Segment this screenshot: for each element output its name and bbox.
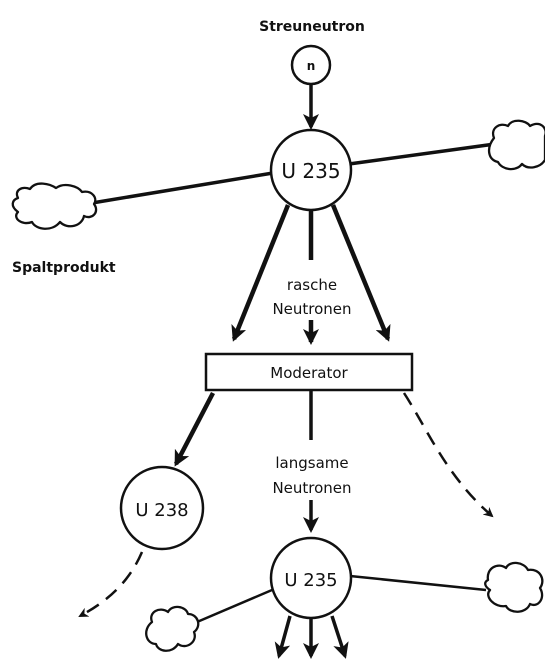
moderator-to-u238-arrow [174, 391, 215, 467]
stray-neutron-node: n [290, 44, 332, 86]
stray-neutron-label: Streuneutron [259, 19, 365, 35]
fast-neutrons-label-line1: rasche [287, 276, 337, 294]
moderator-box: Moderator [204, 352, 414, 392]
bottom-neutron-arrow-left [274, 615, 292, 659]
escaping-neutron-arrow-right [402, 392, 494, 518]
bottom-fission-product-blob-right [484, 561, 544, 613]
fast-neutron-arrow-left [231, 204, 291, 342]
stray-neutron-symbol: n [307, 59, 316, 73]
u238-label: U 238 [135, 500, 188, 521]
bottom-fission-line-right [349, 574, 487, 592]
moderator-label: Moderator [270, 364, 348, 382]
slow-neutrons-label-line2: Neutronen [272, 479, 351, 497]
fission-product-blob-right [487, 119, 545, 171]
slow-neutrons-label-line1: langsame [275, 454, 348, 472]
u235-node-top: U 235 [269, 128, 353, 212]
bottom-fission-line-left [189, 588, 273, 627]
fast-neutron-arrow-right [330, 204, 391, 342]
bottom-fission-product-blob-left [145, 605, 200, 652]
u238-node: U 238 [119, 465, 205, 551]
fast-neutrons-label-line2: Neutronen [272, 300, 351, 318]
fission-product-label: Spaltprodukt [12, 260, 116, 276]
u235-bottom-label: U 235 [284, 570, 337, 591]
fission-line-right [348, 142, 496, 166]
fission-line-left [91, 171, 274, 205]
u238-escape-arrow [78, 551, 144, 618]
bottom-neutron-arrow-right [330, 615, 349, 659]
fission-product-blob-left [11, 182, 98, 230]
u235-node-bottom: U 235 [269, 536, 353, 620]
u235-top-label: U 235 [281, 159, 340, 183]
